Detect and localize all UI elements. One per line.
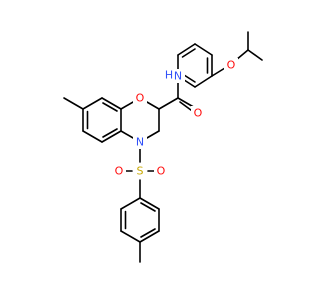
label-background [133,91,147,105]
label-background [191,106,205,120]
bond [247,49,263,61]
bond [120,230,141,243]
molecule-structure: O N H O O N S O O [0,0,300,300]
bond [101,130,122,143]
bond [194,75,213,88]
ring-oxygen-label: O [136,92,145,105]
bond [140,202,156,212]
bond [102,128,118,138]
amide-hydrogen-label: H [165,69,173,82]
label-background [154,164,168,178]
ether-oxygen-label: O [227,59,236,72]
bond [211,67,226,77]
background [0,0,300,300]
amide-oxygen-label: O [194,107,203,120]
bond [82,130,103,143]
bond [82,97,103,110]
molecule-canvas: O N H O O N S O O [0,0,300,300]
bond [181,48,196,58]
sulfur-label: S [137,165,144,178]
bond [102,102,118,112]
sulfonyl-oxygen-left-label: O [115,165,124,178]
bond [140,228,156,238]
bond [120,197,141,210]
label-background [164,68,174,82]
label-background [224,58,238,72]
bond [63,97,84,110]
bond [194,43,213,56]
label-background [133,135,147,149]
bond [177,43,196,56]
bond [139,230,160,243]
atom-labels: O N H O O N S O O [112,58,238,178]
bond [101,97,122,110]
bond [158,97,179,110]
bond [139,197,160,210]
label-background [133,164,147,178]
label-background [171,69,185,83]
sulfonyl-oxygen-right-label: O [157,165,166,178]
ring-nitrogen-label: N [136,136,144,149]
amide-nitrogen-label: N [174,70,182,83]
label-background [112,164,126,178]
